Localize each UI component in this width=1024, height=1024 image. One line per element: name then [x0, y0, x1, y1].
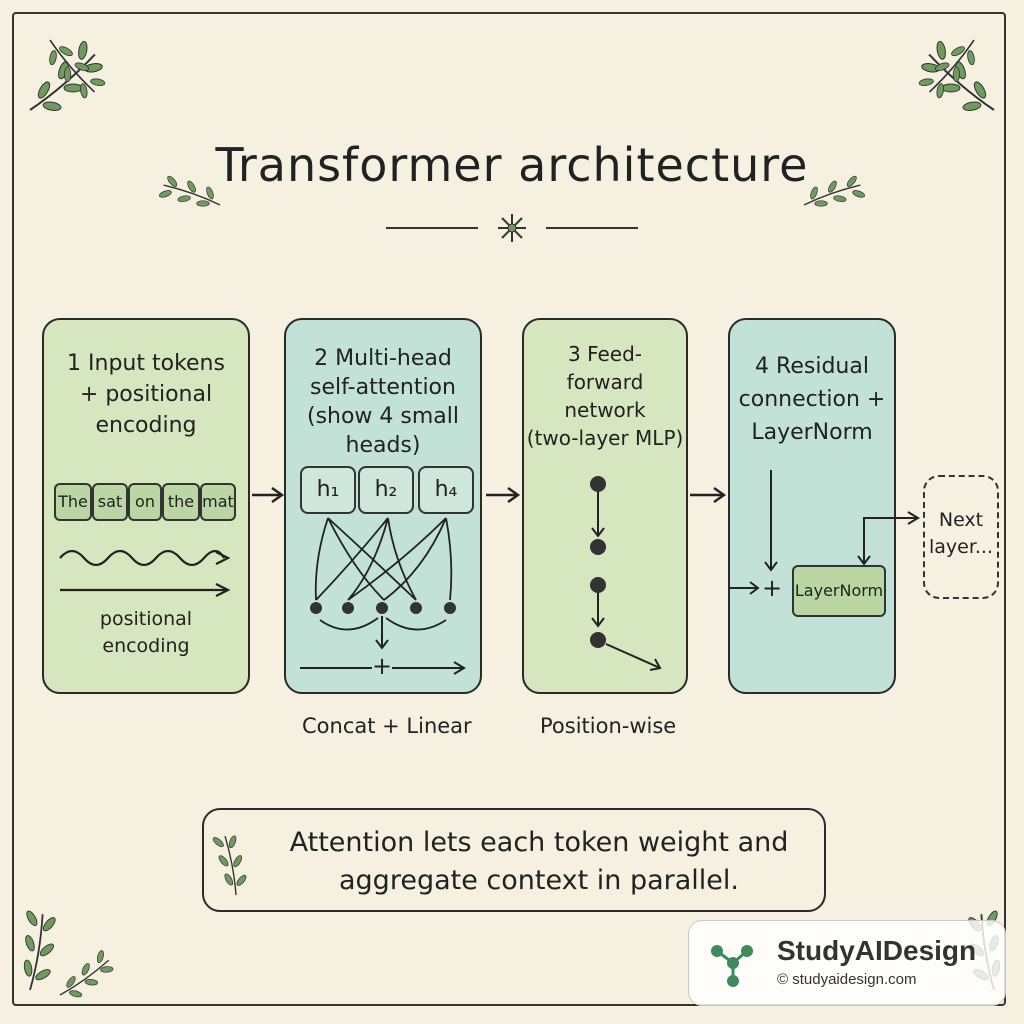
attention-head-4: h₄ [418, 466, 474, 514]
watermark-brand: StudyAIDesign [777, 935, 977, 966]
summary-text: Attention lets each token weight and agg… [289, 827, 789, 896]
positional-encoding-label: positional encoding [99, 608, 193, 657]
token-on: on [128, 483, 162, 521]
panel-residual-layernorm: 4 Residual connection + LayerNorm [728, 318, 896, 694]
positional-wave-icon [59, 549, 231, 597]
mlp-diagram [590, 476, 662, 671]
token-the: The [54, 483, 92, 521]
summary-box: Attention lets each token weight and agg… [202, 808, 826, 912]
attention-head-2: h₂ [358, 466, 414, 514]
token-the-2: the [162, 483, 200, 521]
concat-linear-caption: Concat + Linear [302, 714, 472, 738]
watermark: StudyAIDesign © studyaidesign.com [688, 920, 1006, 1006]
token-mat: mat [200, 483, 236, 521]
flow-arrows [252, 487, 727, 503]
panel-2-title: 2 Multi-head self-attention (show 4 smal… [306, 346, 460, 458]
network-nodes-icon [711, 945, 753, 987]
attention-wiring [300, 517, 466, 675]
panel-feed-forward: 3 Feed- forward network (two-layer MLP) [522, 318, 688, 694]
residual-arrows [730, 470, 920, 595]
page-frame [12, 12, 1006, 1006]
panel-4-title: 4 Residual connection + LayerNorm [738, 354, 886, 445]
attention-head-1: h₁ [300, 466, 356, 514]
residual-plus-symbol: + [762, 574, 783, 602]
next-layer-box: Next layer... [923, 475, 999, 599]
panel-1-title: 1 Input tokens + positional encoding [67, 351, 225, 438]
watermark-url: © studyaidesign.com [777, 971, 917, 988]
panel-3-title: 3 Feed- forward network (two-layer MLP) [526, 342, 684, 450]
token-sat: sat [92, 483, 128, 521]
position-wise-caption: Position-wise [540, 714, 677, 738]
layernorm-box: LayerNorm [792, 565, 886, 617]
page-title: Transformer architecture [215, 138, 809, 192]
concat-plus-symbol: + [372, 652, 393, 680]
